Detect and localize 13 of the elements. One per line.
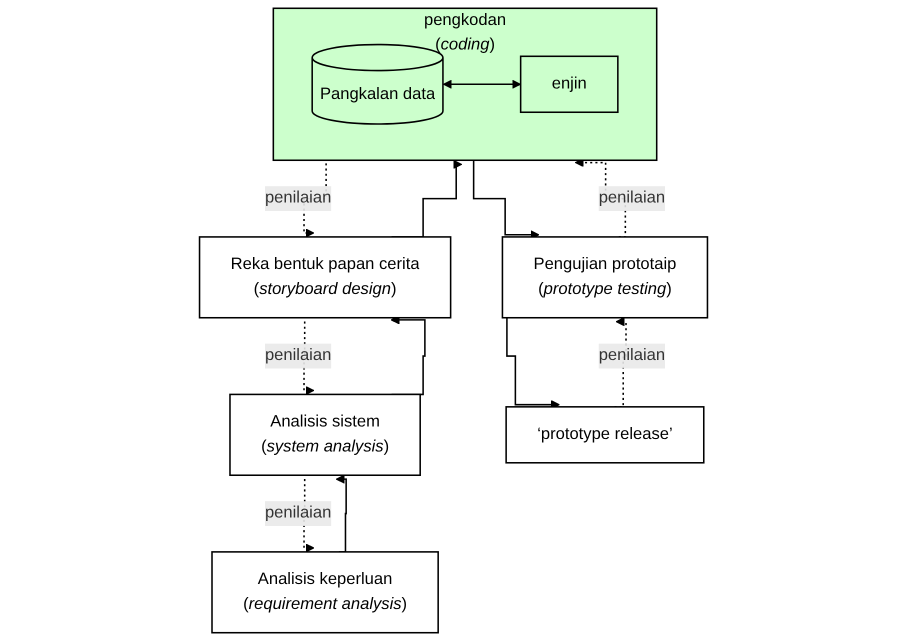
edge-label: penilaian: [264, 504, 332, 522]
node-box: enjin: [520, 56, 619, 114]
node-box: Reka bentuk papan cerita (storyboard design): [198, 236, 452, 319]
node-box: ‘prototype release’: [505, 406, 705, 464]
node-box: Analisis sistem (system analysis): [229, 394, 421, 476]
edge-label: penilaian: [598, 189, 666, 207]
arrow: [442, 80, 522, 89]
edge-label: penilaian: [264, 189, 332, 207]
node-box: Pengujian prototaip (prototype testing): [502, 236, 708, 319]
node-box: Analisis keperluan (requirement analysis): [211, 551, 439, 634]
edge-label: penilaian: [598, 346, 666, 364]
arrow: [336, 474, 347, 553]
edge-label: penilaian: [264, 346, 332, 364]
